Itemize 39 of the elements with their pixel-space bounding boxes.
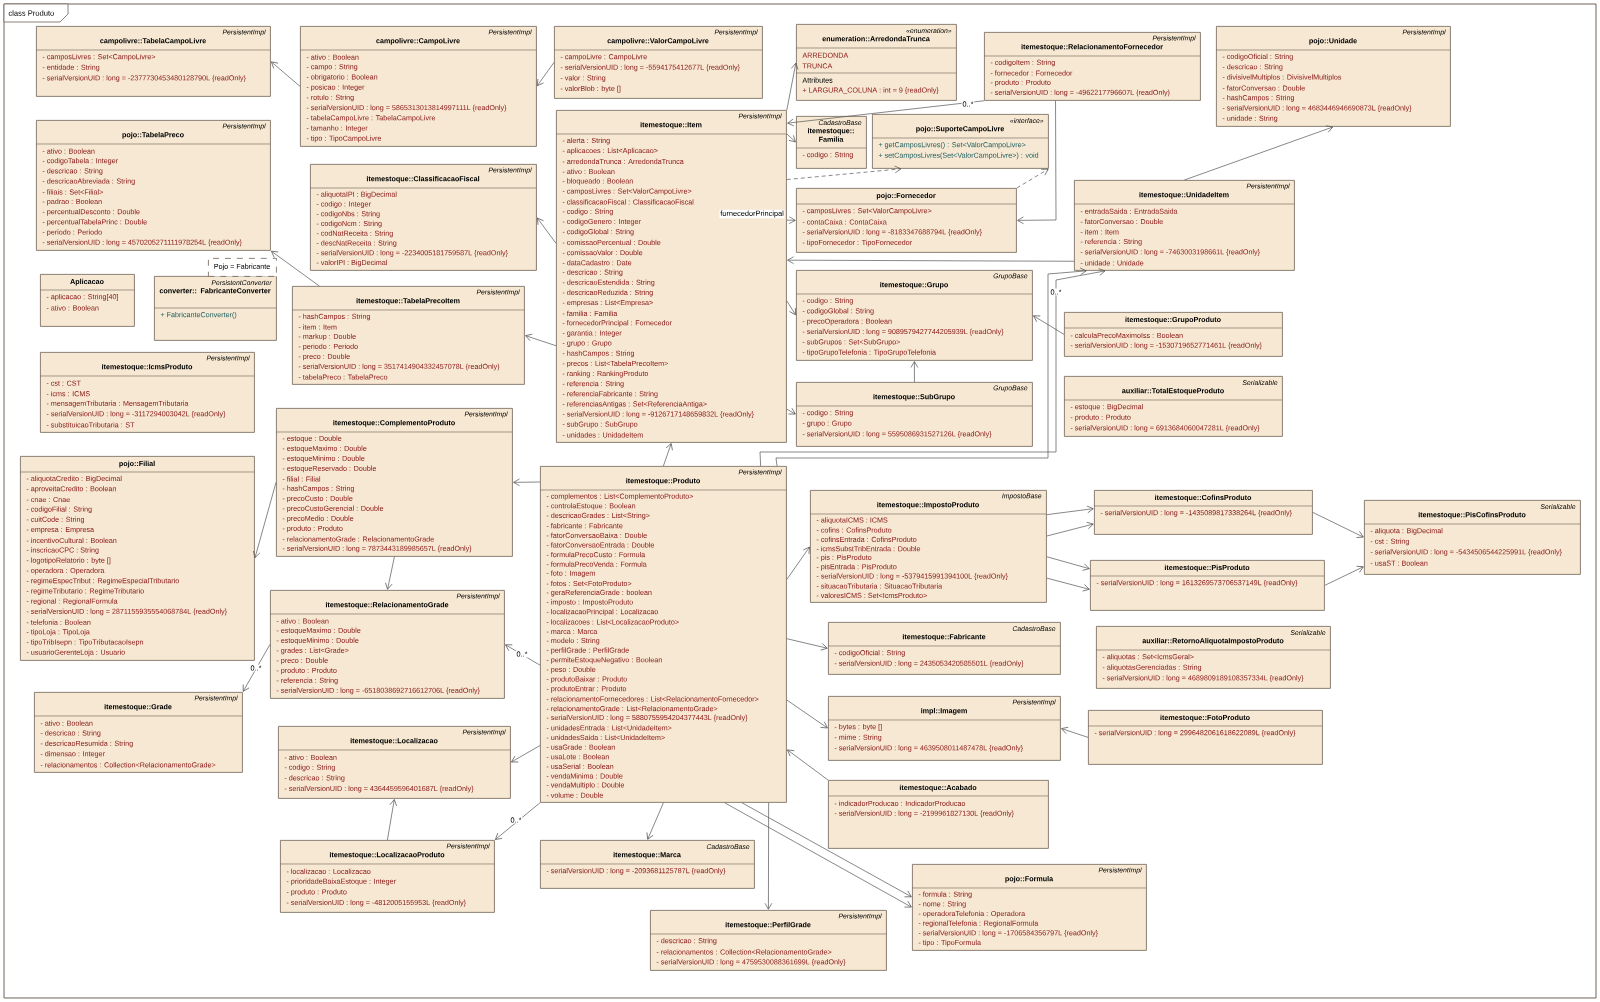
arrow bbox=[525, 333, 557, 347]
arrow bbox=[786, 216, 796, 224]
arrow bbox=[786, 133, 796, 143]
arrow bbox=[663, 443, 673, 467]
arrow bbox=[786, 407, 796, 415]
arrow bbox=[787, 256, 1075, 264]
arrow bbox=[764, 802, 773, 910]
arrow bbox=[1312, 512, 1364, 538]
arrow bbox=[505, 644, 541, 666]
arrow bbox=[536, 217, 557, 244]
arrow bbox=[1046, 577, 1090, 592]
arrow bbox=[786, 546, 810, 580]
arrow bbox=[646, 802, 664, 840]
arrow bbox=[786, 300, 796, 316]
arrow bbox=[724, 802, 912, 908]
arrow bbox=[1184, 125, 1334, 181]
arrow bbox=[1324, 565, 1364, 586]
arrow bbox=[786, 165, 902, 180]
arrow bbox=[787, 100, 985, 127]
arrow bbox=[385, 556, 395, 590]
arrow bbox=[1033, 315, 1065, 335]
arrow bbox=[1046, 521, 1094, 537]
arrow bbox=[1046, 556, 1090, 571]
arrow bbox=[536, 62, 555, 87]
arrow bbox=[786, 62, 799, 111]
arrow bbox=[786, 699, 828, 729]
arrow bbox=[910, 361, 919, 383]
arrow bbox=[1046, 505, 1094, 515]
arrow bbox=[271, 61, 301, 87]
arrow bbox=[511, 745, 541, 763]
arrow bbox=[786, 638, 828, 651]
arrow bbox=[741, 802, 912, 898]
arrow bbox=[787, 749, 829, 781]
arrow bbox=[513, 478, 541, 487]
arrow bbox=[1017, 100, 1057, 225]
arrow bbox=[495, 802, 541, 840]
arrow bbox=[1016, 168, 1049, 189]
arrow bbox=[387, 799, 397, 841]
arrow bbox=[1061, 726, 1089, 738]
